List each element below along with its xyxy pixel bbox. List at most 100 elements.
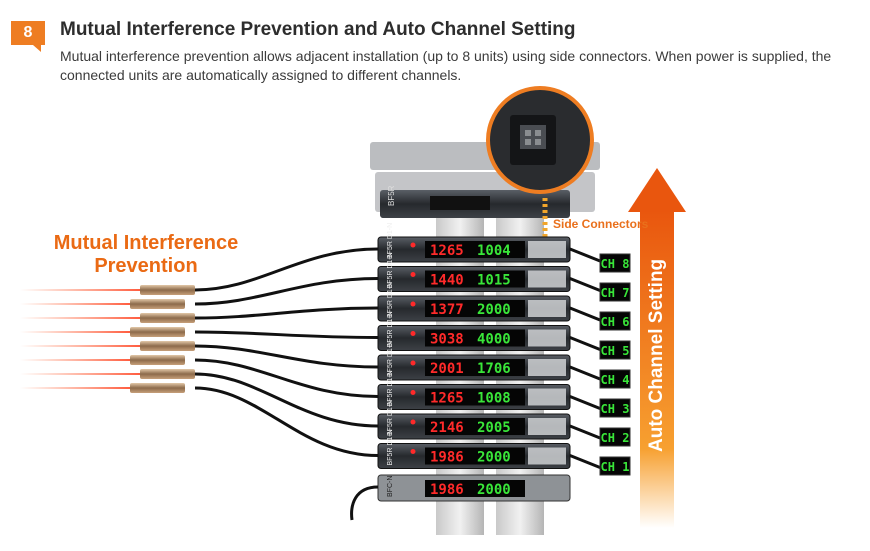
fiber-sensor-head [140, 369, 195, 379]
green-display-value: 2005 [477, 420, 511, 436]
fiber-cable [194, 386, 379, 457]
amplifier-unit: BF5R D1-N 1265 1008 [377, 370, 571, 410]
spec-label-plate [528, 447, 566, 465]
green-display-value: 1008 [477, 391, 511, 407]
amplifier-unit: BF5R D1-N 1377 2000 [377, 282, 571, 322]
fiber-sensor-head [140, 341, 195, 351]
light-beam [20, 289, 140, 291]
red-display-value: 1265 [430, 243, 464, 259]
light-beam [20, 303, 130, 305]
channel-value: CH 8 [601, 257, 630, 271]
red-display-value: 3038 [430, 332, 464, 348]
red-display-value: 1377 [430, 302, 464, 318]
fiber-cable [194, 358, 379, 398]
fiber-sensor-head [130, 327, 185, 337]
channel-display: CH 6 [599, 311, 631, 331]
channel-value: CH 2 [601, 431, 630, 445]
fiber-sensors [20, 285, 195, 393]
spec-label-plate [528, 270, 566, 288]
channel-display: CH 3 [599, 398, 631, 418]
unit-model-label: BF5R D1-N [387, 311, 394, 347]
channel-value: CH 1 [601, 460, 630, 474]
channel-value: CH 3 [601, 402, 630, 416]
unit-model-label: BF5R D1-N [387, 282, 394, 318]
green-display-value: 4000 [477, 332, 511, 348]
amplifier-unit: BF5R D1-N 1986 2000 [377, 429, 571, 469]
red-display-value: 2146 [430, 420, 464, 436]
spec-label-plate [528, 241, 566, 258]
section-description: Mutual interference prevention allows ad… [60, 48, 832, 83]
fiber-cable [194, 344, 379, 369]
amplifier-unit: BF5R D1-N 1440 1015 [377, 252, 571, 292]
channel-display: CH 5 [599, 340, 631, 360]
status-led [410, 272, 416, 277]
channel-display: CH 7 [599, 282, 631, 302]
channel-display: CH 1 [599, 456, 631, 476]
mutual-interference-label: Mutual Interference Prevention [53, 232, 239, 277]
red-display-value: 1265 [430, 391, 464, 407]
spec-label-plate [528, 300, 566, 317]
amplifier-unit: BF5R D1-N 3038 4000 [377, 311, 571, 351]
fiber-sensor-head [130, 355, 185, 365]
green-display-value: 1015 [477, 273, 511, 289]
status-led [410, 331, 416, 336]
light-beam [20, 331, 130, 333]
auto-channel-arrow [628, 168, 686, 528]
spec-label-plate [528, 359, 566, 376]
channel-value: CH 7 [601, 286, 630, 300]
channel-display: CH 8 [599, 253, 631, 273]
status-led [410, 242, 416, 248]
channel-value: CH 4 [601, 373, 630, 387]
green-display-value: 1706 [477, 361, 511, 377]
spec-label-plate [528, 388, 566, 406]
red-display-value: 2001 [430, 361, 464, 377]
light-beam [20, 345, 140, 347]
fiber-cables [194, 247, 601, 469]
unit-model-label: BF5R D1-N [387, 370, 394, 406]
unit-model-label: BF5R D1-N [387, 252, 394, 288]
fiber-sensor-head [130, 299, 185, 309]
light-beam [20, 387, 130, 389]
unit-model-label: BF5R D1-N [387, 341, 394, 377]
fiber-sensor-head [140, 285, 195, 295]
spec-label-plate [528, 329, 566, 347]
channel-value: CH 5 [601, 344, 630, 358]
green-display-value: 2000 [477, 302, 511, 318]
channel-display: CH 4 [599, 369, 631, 389]
section-number-badge: 8 [11, 21, 45, 52]
amplifier-unit: BF5R D1-N 2001 1706 [377, 341, 571, 381]
power-cable [350, 485, 379, 521]
status-led [410, 419, 416, 425]
fiber-cable [194, 330, 379, 339]
spec-label-plate [528, 418, 566, 435]
unit-model-label: BF5R D1-N [387, 223, 394, 259]
status-led [410, 301, 416, 307]
unit-model-label: BF5R D1-N [387, 429, 394, 465]
green-display-value: 2000 [477, 450, 511, 466]
end-unit-red-value: 1986 [430, 482, 464, 498]
section-title: Mutual Interference Prevention and Auto … [60, 19, 576, 40]
channel-display: CH 2 [599, 427, 631, 447]
fiber-cable [194, 372, 379, 428]
end-unit: BFC-N 1986 2000 [350, 474, 571, 521]
status-led [410, 360, 416, 366]
auto-channel-setting-label: Auto Channel Setting [646, 258, 667, 452]
end-unit-model: BFC-N [387, 476, 394, 497]
amplifier-unit: BF5R D1-N 1265 1004 [377, 223, 571, 263]
red-display-value: 1440 [430, 273, 464, 289]
fiber-sensor-head [140, 313, 195, 323]
end-unit-green-value: 2000 [477, 482, 511, 498]
light-beam [20, 317, 140, 319]
fiber-cable [194, 306, 379, 320]
side-connectors-label: Side Connectors [553, 217, 649, 231]
fiber-cable [194, 277, 379, 306]
svg-text:BF5R: BF5R [387, 185, 396, 206]
red-display-value: 1986 [430, 450, 464, 466]
channel-displays: CH 8 CH 7 CH 6 CH 5 CH 4 CH 3 CH 2 CH 1 [599, 253, 631, 476]
fiber-cable [194, 247, 379, 292]
status-led [410, 449, 416, 454]
green-display-value: 1004 [477, 243, 511, 259]
